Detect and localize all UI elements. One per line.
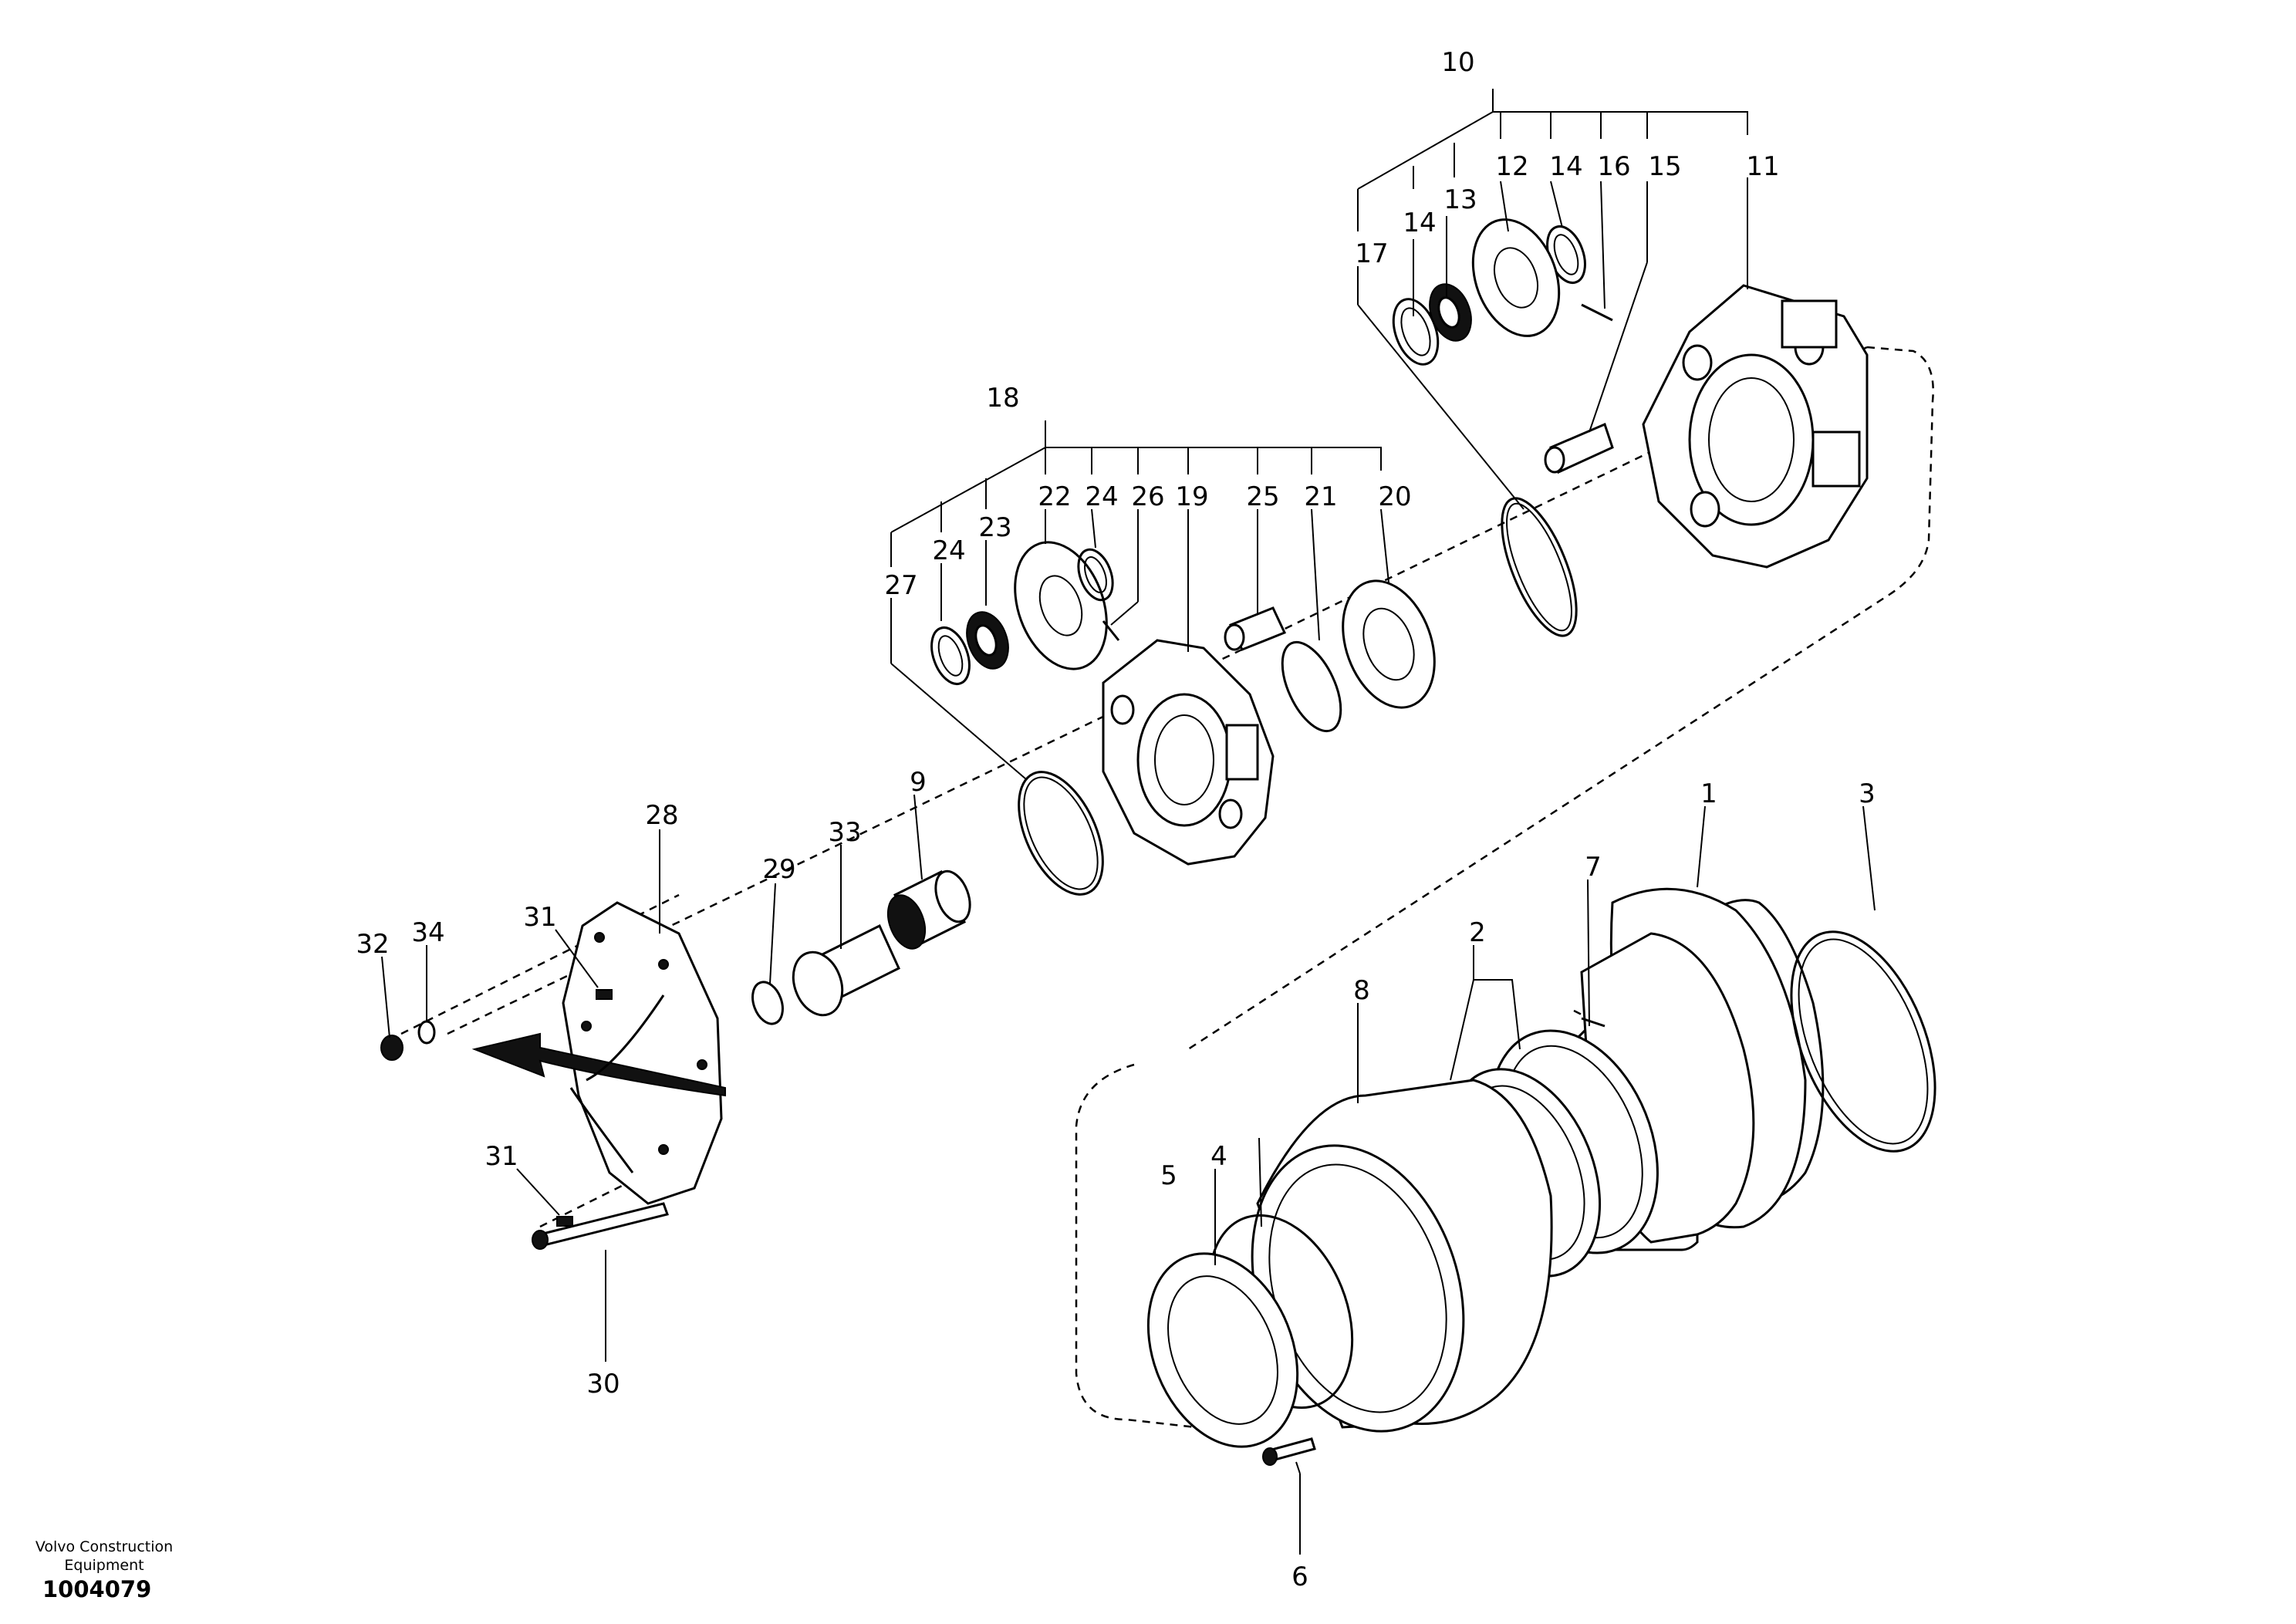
callout-20: 20 bbox=[1378, 481, 1411, 512]
company-name: Volvo Construction Equipment bbox=[15, 1538, 193, 1575]
callout-31a: 31 bbox=[523, 902, 556, 933]
callout-14b: 14 bbox=[1549, 151, 1582, 182]
callout-24a: 24 bbox=[932, 535, 965, 566]
callout-2: 2 bbox=[1469, 917, 1486, 948]
callout-17: 17 bbox=[1355, 238, 1388, 269]
company-name-line-2: Equipment bbox=[64, 1557, 144, 1574]
callout-19: 19 bbox=[1175, 481, 1208, 512]
callout-31b: 31 bbox=[485, 1141, 518, 1172]
callout-13: 13 bbox=[1443, 184, 1477, 215]
callout-21: 21 bbox=[1304, 481, 1337, 512]
callout-25: 25 bbox=[1246, 481, 1279, 512]
callout-27: 27 bbox=[884, 570, 917, 601]
sun-gear-group bbox=[380, 869, 971, 1250]
callout-7: 7 bbox=[1585, 852, 1602, 883]
callout-1: 1 bbox=[1700, 778, 1717, 809]
callout-16: 16 bbox=[1597, 151, 1630, 182]
callout-3: 3 bbox=[1859, 778, 1876, 809]
callout-labels: 1 2 3 4 5 6 7 8 9 10 11 12 13 14 14 15 1… bbox=[356, 47, 1875, 1592]
hub-group bbox=[1146, 887, 1936, 1466]
drawing-number: 1004079 bbox=[42, 1576, 152, 1602]
callout-23: 23 bbox=[978, 512, 1011, 543]
callout-29: 29 bbox=[762, 854, 795, 885]
callout-32: 32 bbox=[356, 929, 389, 960]
callout-15: 15 bbox=[1648, 151, 1681, 182]
carrier-stage-1 bbox=[1392, 218, 1869, 637]
callout-8: 8 bbox=[1353, 975, 1370, 1006]
callout-10: 10 bbox=[1441, 47, 1474, 78]
callout-28: 28 bbox=[645, 800, 678, 831]
callout-14a: 14 bbox=[1403, 208, 1436, 238]
callout-5: 5 bbox=[1160, 1160, 1177, 1191]
callout-6: 6 bbox=[1292, 1562, 1308, 1592]
leader-lines bbox=[381, 89, 1876, 1555]
company-name-line-1: Volvo Construction bbox=[35, 1538, 174, 1555]
callout-9: 9 bbox=[910, 767, 927, 798]
callout-34: 34 bbox=[411, 917, 444, 948]
callout-4: 4 bbox=[1210, 1141, 1227, 1172]
callout-33: 33 bbox=[828, 817, 861, 848]
callout-26: 26 bbox=[1131, 481, 1164, 512]
callout-18: 18 bbox=[986, 383, 1019, 414]
callout-24b: 24 bbox=[1085, 481, 1118, 512]
callout-22: 22 bbox=[1038, 481, 1071, 512]
carrier-stage-2 bbox=[930, 541, 1436, 896]
callout-11: 11 bbox=[1746, 151, 1779, 182]
callout-30: 30 bbox=[586, 1369, 620, 1399]
callout-12: 12 bbox=[1495, 151, 1528, 182]
